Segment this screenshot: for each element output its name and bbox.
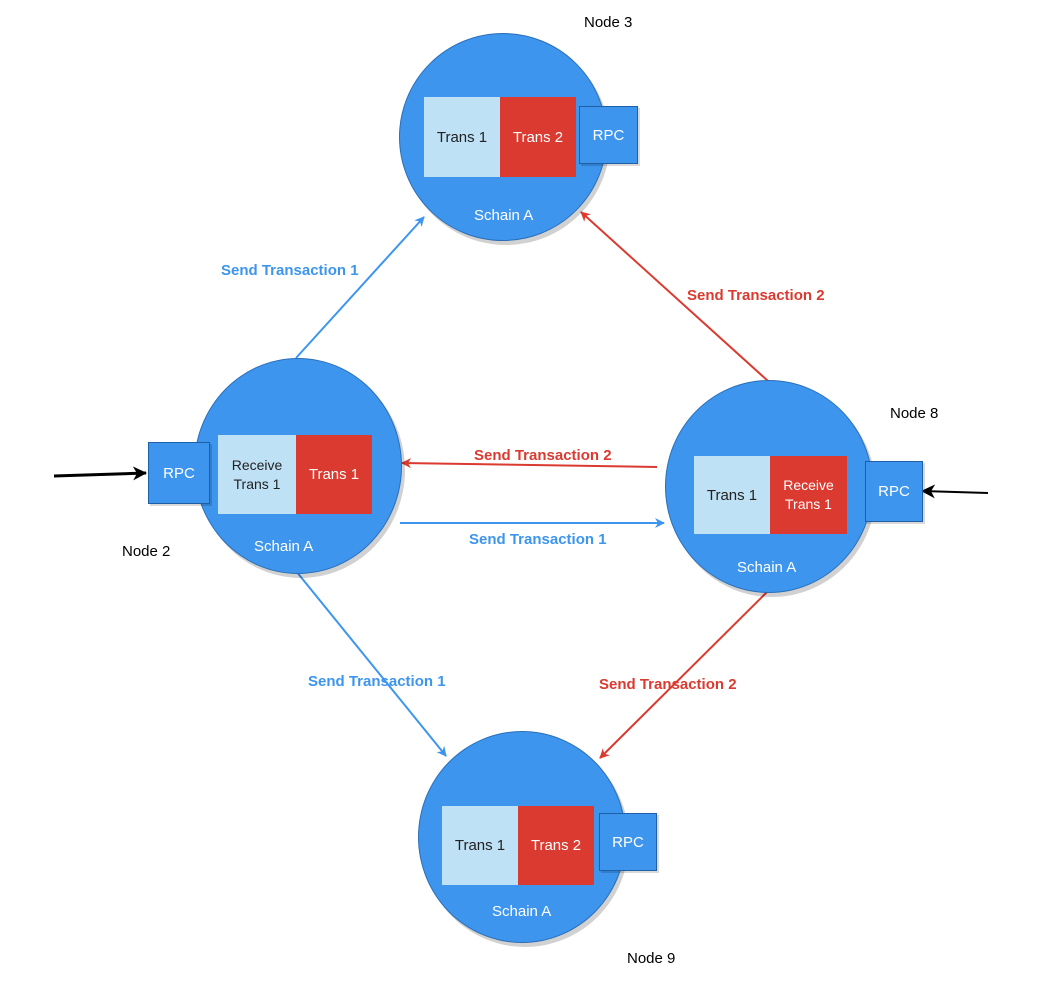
node3-rpc[interactable]: RPC	[579, 106, 638, 164]
node9-tx-right: Trans 2	[518, 806, 594, 885]
node9-tx-left: Trans 1	[442, 806, 518, 885]
node3-schain-label: Schain A	[474, 207, 534, 224]
node8-label: Node 8	[890, 405, 939, 422]
edge-label-node2-node9: Send Transaction 1	[308, 673, 446, 690]
node8-tx-right: Receive Trans 1	[770, 456, 847, 534]
edge-label-node8-node3: Send Transaction 2	[687, 287, 825, 304]
node9-label: Node 9	[627, 950, 676, 967]
node2-schain-label: Schain A	[254, 538, 314, 555]
node2-label: Node 2	[122, 543, 171, 560]
arrow-node8-to-node2	[401, 458, 658, 469]
input-arrow-node2	[53, 466, 147, 481]
input-arrow-node8	[921, 484, 989, 499]
arrow-node2-to-node3	[295, 216, 425, 359]
node3-tx-right: Trans 2	[500, 97, 576, 177]
edge-label-node2-node8: Send Transaction 1	[469, 531, 607, 548]
node2-rpc[interactable]: RPC	[148, 442, 210, 504]
node3-label: Node 3	[584, 14, 633, 31]
node8-tx-left: Trans 1	[694, 456, 770, 534]
arrow-node8-to-node9	[599, 591, 768, 759]
edge-label-node8-node2: Send Transaction 2	[474, 447, 612, 464]
edge-label-node2-node3: Send Transaction 1	[221, 262, 359, 279]
edge-label-node8-node9: Send Transaction 2	[599, 676, 737, 693]
node9-rpc[interactable]: RPC	[599, 813, 657, 871]
node3-tx-left: Trans 1	[424, 97, 500, 177]
arrow-node2-to-node9	[295, 570, 447, 757]
node8-schain-label: Schain A	[737, 559, 797, 576]
node2-tx-left: Receive Trans 1	[218, 435, 296, 514]
node2-tx-right: Trans 1	[296, 435, 372, 514]
arrow-node8-to-node3	[580, 211, 769, 382]
node9-schain-label: Schain A	[492, 903, 552, 920]
node8-rpc[interactable]: RPC	[865, 461, 923, 522]
